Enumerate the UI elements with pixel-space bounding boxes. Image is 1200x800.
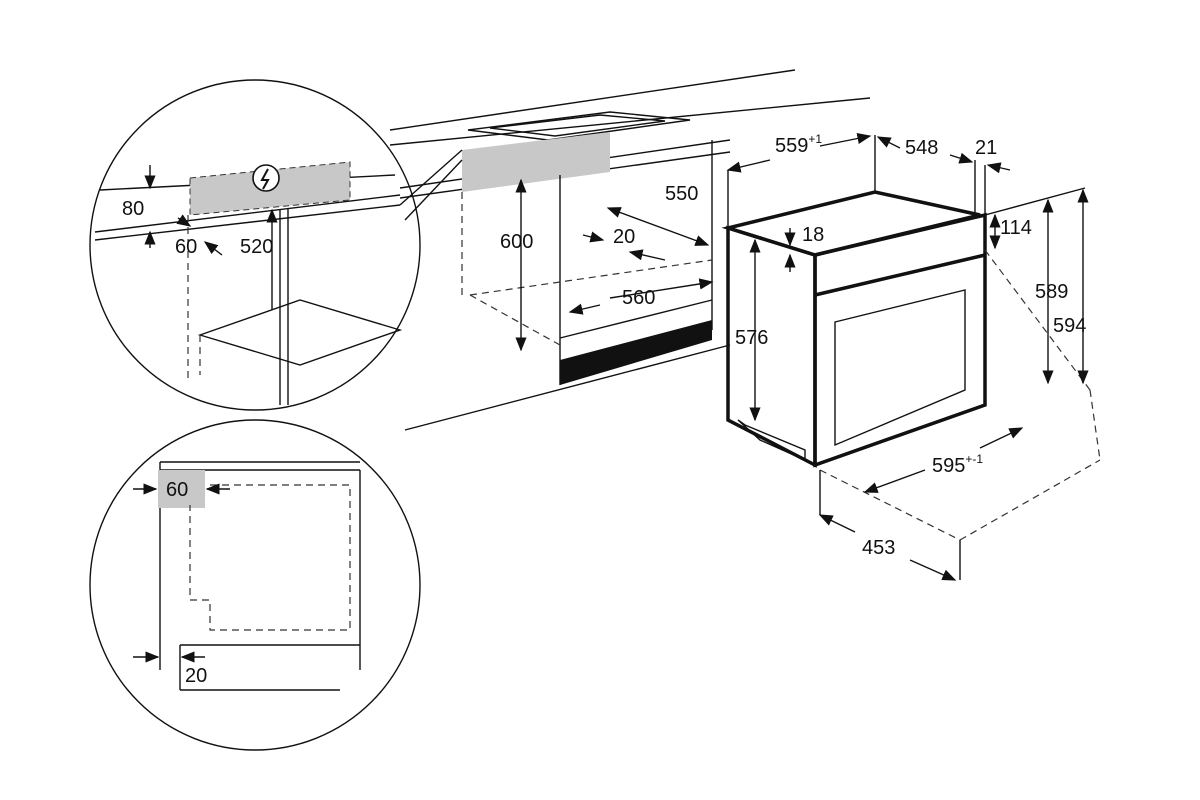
kitchen-cabinet — [389, 69, 871, 431]
label-top-18: 18 — [802, 224, 824, 246]
detail-circle-bottom — [89, 419, 421, 751]
electric-hazard-icon — [252, 164, 280, 192]
label-panel-114: 114 — [1000, 217, 1032, 239]
label-front-depth: 21 — [975, 137, 997, 159]
plinth — [560, 320, 712, 385]
label-side-height: 576 — [735, 327, 768, 349]
label-body-height: 589 — [1035, 281, 1068, 303]
label-oven-depth: 548 — [905, 137, 938, 159]
label-niche-height: 600 — [500, 231, 533, 253]
label-front-height: 594 — [1053, 315, 1086, 337]
detail-circle-top — [89, 79, 463, 411]
oven — [721, 132, 1101, 581]
label-niche-depth: 550 — [665, 183, 698, 205]
label-detail-bottom-60: 60 — [166, 479, 188, 501]
label-detail-60: 60 — [175, 236, 197, 258]
label-detail-bottom-20: 20 — [185, 665, 207, 687]
oven-window — [834, 289, 966, 447]
label-niche-width: 560 — [622, 287, 655, 309]
label-detail-80: 80 — [122, 198, 144, 220]
label-door-open: 453 — [862, 537, 895, 559]
label-detail-520: 520 — [240, 236, 273, 258]
label-cutout-width: 559+1 — [775, 132, 822, 157]
electric-connection-area — [462, 132, 610, 192]
hob-cutout — [467, 111, 691, 141]
label-gap-20: 20 — [613, 226, 635, 248]
label-front-width: 595+-1 — [932, 452, 983, 477]
